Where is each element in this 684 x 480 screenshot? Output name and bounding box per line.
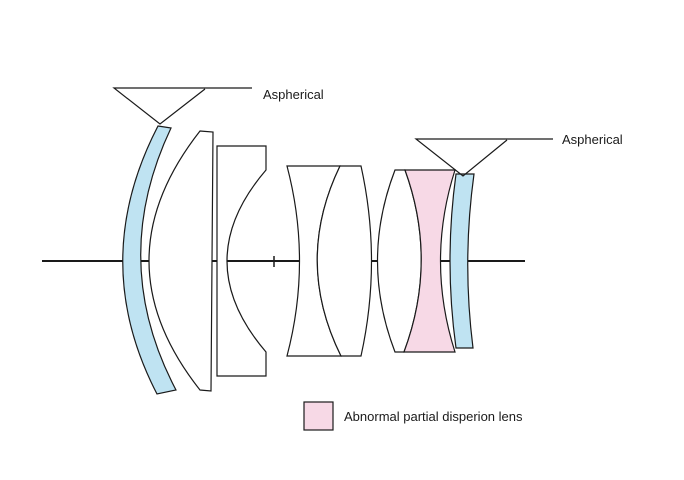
lens-element-5 xyxy=(316,165,373,357)
legend-label: Abnormal partial disperion lens xyxy=(344,409,523,424)
aspherical-pointer-rear xyxy=(414,138,553,177)
legend-swatch-abnormal-dispersion xyxy=(303,401,334,431)
aspherical-pointer-front xyxy=(112,87,252,125)
lens-element-3 xyxy=(216,145,267,377)
lens-element-1-aspherical xyxy=(122,125,177,395)
aspherical-label-front: Aspherical xyxy=(263,87,324,102)
lens-element-2 xyxy=(148,130,214,392)
aspherical-label-rear: Aspherical xyxy=(562,132,623,147)
lens-element-7-abnormal-dispersion xyxy=(403,169,456,353)
lens-element-8-aspherical xyxy=(449,173,475,349)
